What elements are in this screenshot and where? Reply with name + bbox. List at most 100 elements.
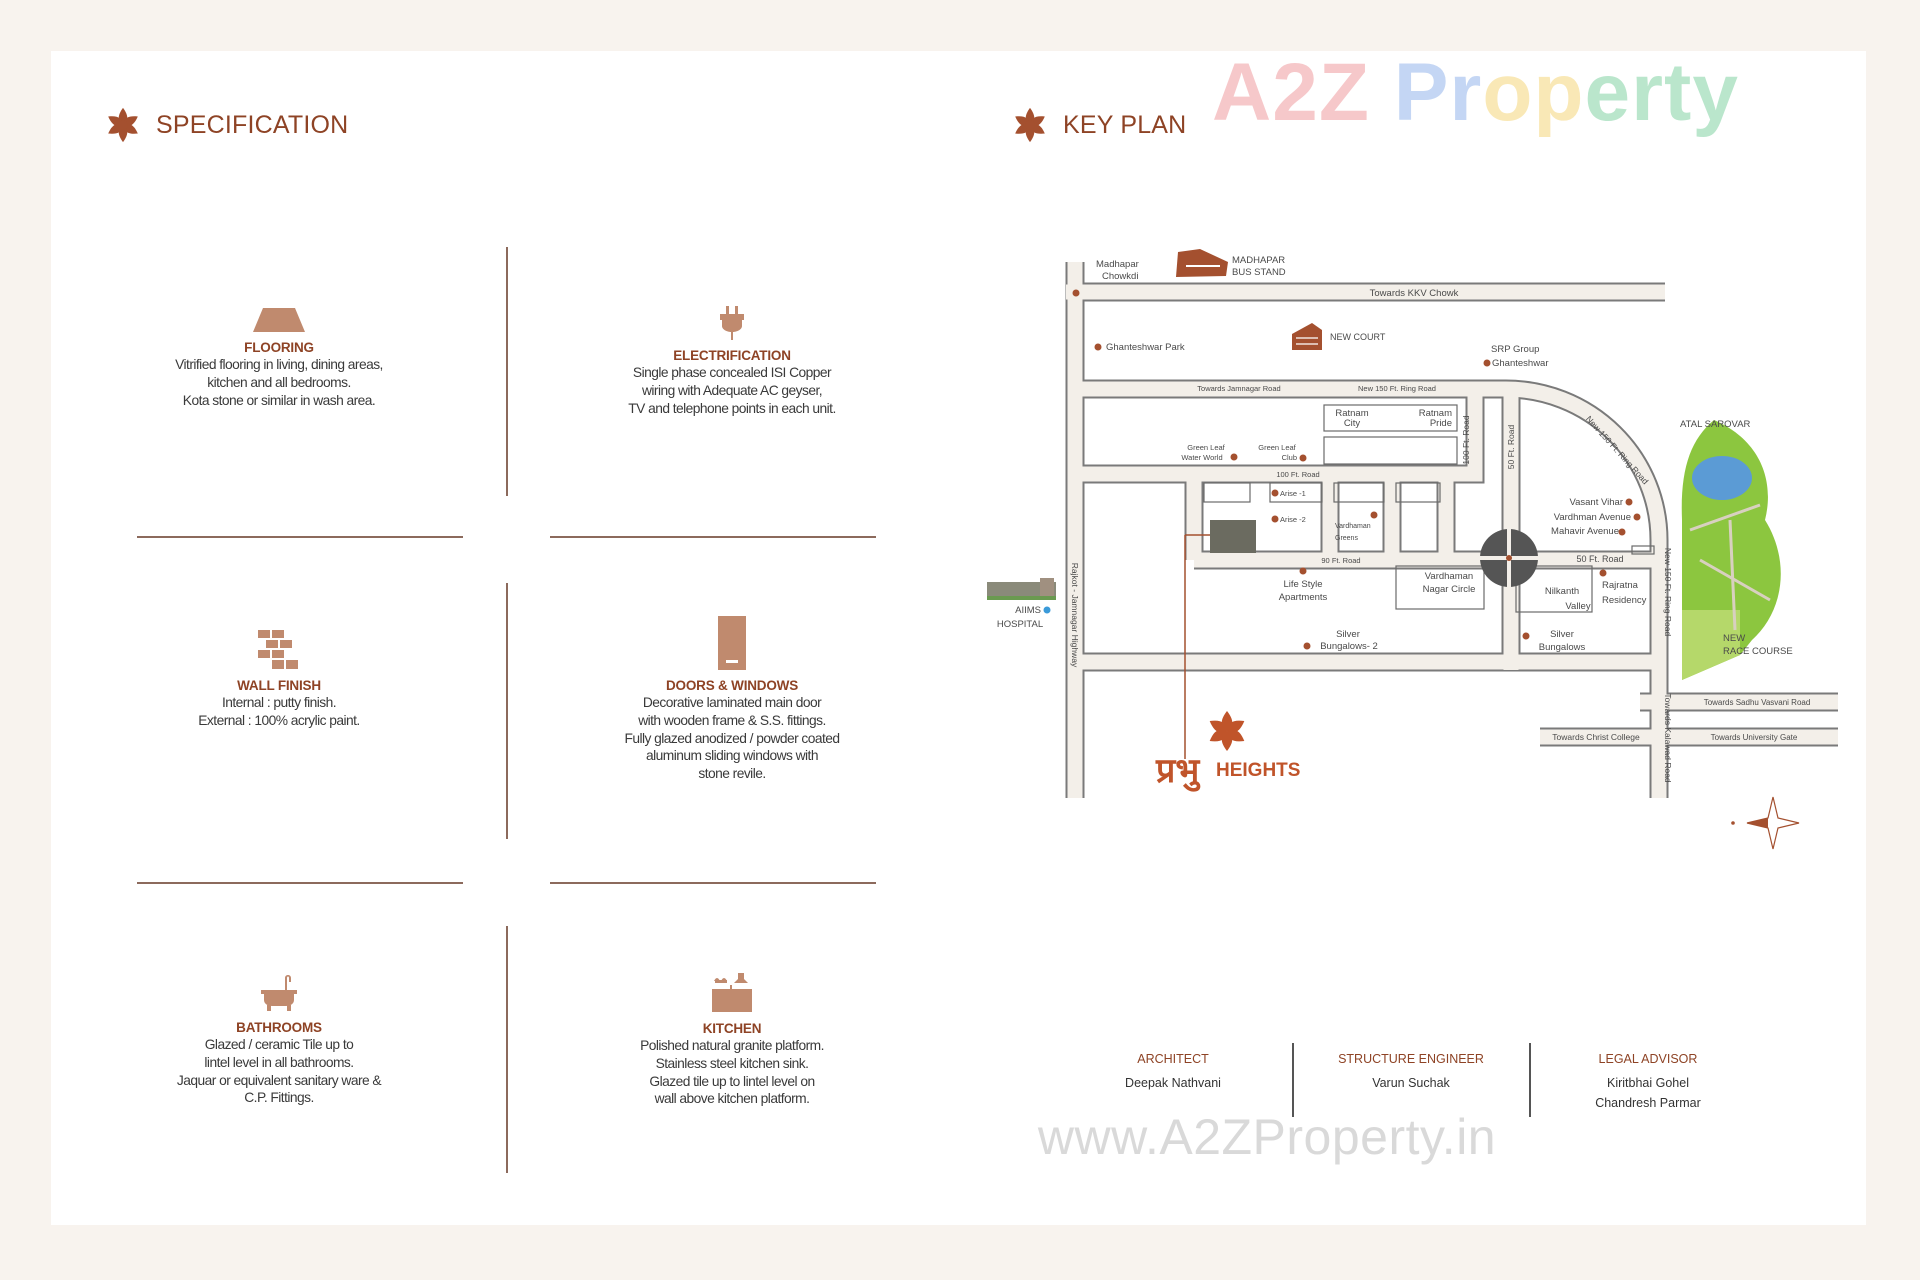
map-label: Apartments — [1279, 592, 1328, 603]
prabhu-heights-logo: प्रभु HEIGHTS — [1155, 711, 1300, 792]
map-label: NEW — [1723, 633, 1745, 644]
bus-stand-icon — [1176, 249, 1228, 277]
door-icon — [718, 616, 746, 670]
map-label: Silver — [1550, 629, 1574, 640]
project-location-marker — [1184, 520, 1256, 759]
spec-title: KITCHEN — [702, 1021, 762, 1036]
spec-doors-windows: DOORS & WINDOWS Decorative laminated mai… — [567, 608, 897, 783]
map-label: SRP Group — [1491, 344, 1539, 355]
logo-flower-icon — [1209, 711, 1245, 751]
spec-flooring: FLOORING Vitrified flooring in living, d… — [114, 270, 444, 409]
a2z-url-watermark: www.A2ZProperty.in — [1037, 1109, 1497, 1165]
divider — [1529, 1043, 1531, 1117]
map-label: NEW COURT — [1330, 332, 1386, 342]
credit-role: LEGAL ADVISOR — [1598, 1052, 1698, 1066]
map-label: Towards KKV Chowk — [1370, 288, 1459, 299]
specification-header: SPECIFICATION — [104, 106, 348, 144]
credit-structure-engineer: STRUCTURE ENGINEER Varun Suchak — [1311, 1052, 1511, 1093]
spec-line: TV and telephone points in each unit. — [628, 400, 836, 416]
bathtub-icon — [261, 975, 297, 1011]
spec-line: kitchen and all bedrooms. — [207, 374, 351, 390]
atal-sarovar-park — [1681, 420, 1781, 680]
map-label: Rajratna — [1602, 580, 1639, 591]
spec-title: DOORS & WINDOWS — [666, 678, 798, 693]
map-label: MADHAPAR — [1232, 255, 1285, 266]
map-label: Towards Kalawad Road — [1663, 693, 1673, 783]
spec-line: Internal : putty finish. — [221, 695, 337, 710]
map-label: Valley — [1565, 601, 1590, 612]
map-label: Towards University Gate — [1711, 733, 1798, 742]
spec-title: ELECTRIFICATION — [673, 348, 791, 363]
map-label: Vardhaman — [1335, 523, 1371, 530]
spec-title: BATHROOMS — [236, 1020, 322, 1035]
map-label: Pride — [1430, 418, 1452, 429]
spec-line: Decorative laminated main door — [642, 695, 822, 710]
credit-legal-advisor: LEGAL ADVISOR Kiritbhai Gohel Chandresh … — [1548, 1052, 1748, 1113]
map-label: Ratnam — [1419, 408, 1452, 419]
map-label: Life Style — [1283, 579, 1322, 590]
spec-line: Fully glazed anodized / powder coated — [624, 730, 840, 746]
map-label: Silver — [1336, 629, 1360, 640]
spec-electrification: ELECTRIFICATION Single phase concealed I… — [567, 278, 897, 417]
spec-line: Glazed tile up to lintel level on — [649, 1073, 815, 1089]
specification-title: SPECIFICATION — [156, 110, 349, 139]
divider — [137, 536, 463, 538]
divider — [506, 247, 508, 496]
map-label: Arise -2 — [1280, 515, 1306, 524]
credit-name: Varun Suchak — [1372, 1076, 1450, 1090]
map-label: BUS STAND — [1232, 267, 1286, 278]
spec-line: wall above kitchen platform. — [654, 1091, 810, 1107]
map-label: AIIMS — [1015, 605, 1041, 616]
map-label: Nagar Circle — [1423, 584, 1476, 595]
map-label: 100 Ft. Road — [1461, 415, 1471, 464]
map-label: Madhapar — [1096, 259, 1139, 270]
map-label: Chowkdi — [1102, 271, 1138, 282]
map-label: 50 Ft. Road — [1576, 554, 1623, 564]
spec-line: wiring with Adequate AC geyser, — [641, 382, 823, 398]
spec-wall-finish: WALL FINISH Internal : putty finish.Exte… — [114, 608, 444, 730]
credit-name: Kiritbhai Gohel — [1607, 1076, 1689, 1090]
map-label: Ghanteshwar Park — [1106, 342, 1185, 353]
map-label: Nilkanth — [1545, 586, 1579, 597]
map-label: 50 Ft. Road — [1506, 425, 1516, 470]
map-label: Ratnam — [1335, 408, 1368, 419]
map-label: New 150 Ft. Ring Road — [1663, 548, 1673, 637]
map-label: City — [1344, 418, 1361, 429]
spec-line: aluminum sliding windows with — [646, 748, 818, 764]
map-label: Bungalows — [1539, 642, 1586, 653]
divider — [137, 882, 463, 884]
court-icon — [1292, 323, 1322, 350]
spec-line: lintel level in all bathrooms. — [204, 1054, 354, 1070]
spec-line: Polished natural granite platform. — [640, 1038, 824, 1053]
spec-line: Glazed / ceramic Tile up to — [204, 1037, 354, 1052]
map-label: Towards Sadhu Vasvani Road — [1704, 698, 1811, 707]
spec-title: FLOORING — [244, 340, 314, 355]
map-label: Water World — [1181, 453, 1222, 462]
logo-heights: HEIGHTS — [1216, 760, 1300, 781]
map-label: Rajkot - Jamnagar Highway — [1070, 563, 1080, 668]
credit-role: ARCHITECT — [1137, 1052, 1209, 1066]
map-label: 100 Ft. Road — [1276, 470, 1319, 479]
key-plan-header: KEY PLAN — [1011, 106, 1186, 144]
map-label: Green Leaf — [1258, 443, 1296, 452]
spec-line: Stainless steel kitchen sink. — [655, 1055, 809, 1071]
location-dots — [1043, 289, 1641, 650]
map-label: Greens — [1335, 535, 1358, 542]
map-label: 90 Ft. Road — [1321, 556, 1360, 565]
brochure-page — [51, 51, 1866, 1225]
map-label: Arise -1 — [1280, 489, 1306, 498]
spec-bathrooms: BATHROOMS Glazed / ceramic Tile up to lin… — [114, 950, 444, 1107]
flower-icon — [1015, 107, 1045, 143]
spec-line: with wooden frame & S.S. fittings. — [638, 712, 826, 728]
spec-line: Kota stone or similar in wash area. — [182, 392, 376, 408]
map-label: Vardhaman — [1425, 571, 1473, 582]
spec-kitchen: KITCHEN Polished natural granite platfor… — [567, 951, 897, 1108]
spec-line: C.P. Fittings. — [244, 1090, 314, 1106]
spec-line: stone revile. — [698, 766, 766, 782]
divider — [1292, 1043, 1294, 1117]
map-label: Vasant Vihar — [1569, 497, 1623, 508]
map-label: HOSPITAL — [997, 619, 1043, 630]
map-label: Towards Jamnagar Road — [1197, 384, 1280, 393]
brick-wall-icon — [258, 630, 298, 669]
